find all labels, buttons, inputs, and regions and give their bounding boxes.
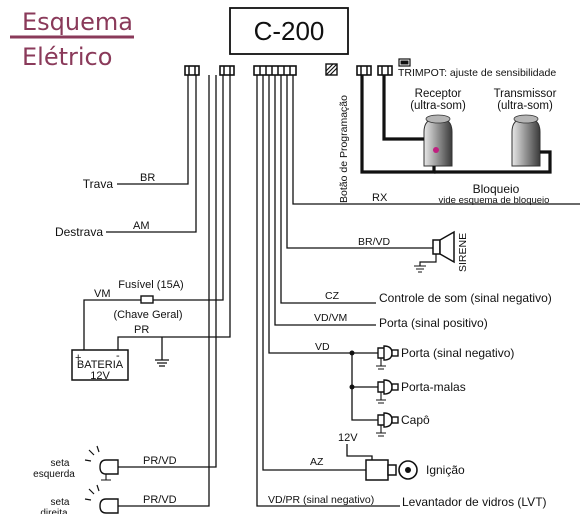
seta-esq-code: PR/VD [143, 455, 177, 467]
seta-dir-code: PR/VD [143, 494, 177, 506]
fusivel-label: Fusível (15A) [118, 279, 183, 291]
seta-esq-label-2: esquerda [33, 469, 75, 480]
wire-seta-esq [118, 75, 217, 468]
door-switch-icon [376, 345, 399, 370]
connector-main [253, 65, 297, 76]
wire-lvt [256, 75, 400, 507]
receptor-cable-2 [382, 75, 424, 141]
sirene-label: SIRENE [457, 233, 469, 272]
fuse-icon [140, 295, 154, 304]
receptor-label-2: (ultra-som) [410, 100, 466, 112]
junction-2 [349, 384, 355, 390]
battery-icon [71, 349, 129, 381]
transmissor-label-1: Transmissor [494, 88, 557, 100]
bateria-label: BATERIA [77, 359, 124, 371]
ignicao-label: Ignição [426, 463, 465, 477]
wire-az [262, 75, 366, 471]
receptor-sensor [423, 114, 453, 167]
receptor-label-1: Receptor [415, 88, 462, 100]
destrava-code: AM [133, 220, 150, 232]
lvt-label: Levantador de vidros (LVT) [402, 495, 547, 509]
bloqueio-label: Bloqueio [473, 182, 520, 196]
wire-sirene [286, 75, 433, 249]
seta-dir-label-1: seta [51, 497, 70, 508]
vd-code: VD [315, 341, 330, 353]
receptor-cable [360, 75, 436, 174]
ignition-icon [365, 459, 418, 481]
connector-sensor-1 [356, 65, 372, 76]
trava-code: BR [140, 172, 155, 184]
wire-vd [268, 75, 378, 354]
wire-rx [292, 75, 580, 205]
vm-code: VM [94, 288, 111, 300]
wire-vd-branch [351, 353, 378, 421]
az-code: AZ [310, 456, 324, 468]
ignicao-12v: 12V [338, 432, 358, 444]
module-label: C-200 [254, 16, 325, 46]
destrava-label: Destrava [55, 225, 103, 239]
porta-pos-label: Porta (sinal positivo) [379, 316, 488, 330]
rx-label: RX [372, 192, 388, 204]
ground-icon [155, 359, 169, 367]
transmissor-sensor [511, 114, 541, 167]
capo-label: Capô [401, 413, 430, 427]
turn-signal-left-icon [84, 445, 119, 481]
wire-12v [346, 444, 373, 460]
title-line1: Esquema [22, 8, 133, 36]
battery-minus: - [116, 350, 120, 362]
wire-trava [117, 75, 189, 185]
wire-seta-dir [118, 75, 210, 507]
seta-dir-label-2: direita [40, 508, 68, 514]
programming-button [325, 63, 338, 76]
controle-som-label: Controle de som (sinal negativo) [379, 291, 552, 305]
connector-left-1 [184, 65, 200, 76]
trunk-switch-icon [376, 379, 399, 404]
connector-sensor-2 [377, 65, 393, 76]
wire-vdvm [274, 75, 376, 326]
prog-button-label: Botão de Programação [338, 95, 350, 203]
sirene-code: BR/VD [358, 236, 391, 248]
siren-icon [414, 230, 455, 273]
transmissor-cable [434, 150, 552, 174]
cz-code: CZ [325, 290, 340, 302]
module-box [229, 7, 349, 55]
hood-switch-icon [376, 412, 399, 437]
connector-left-2 [219, 65, 235, 76]
vdvm-code: VD/VM [314, 312, 347, 324]
title-line2: Elétrico [22, 43, 112, 71]
trava-label: Trava [83, 177, 114, 191]
seta-esq-label-1: seta [51, 458, 70, 469]
bateria-12v: 12V [90, 370, 110, 382]
wire-cz [280, 75, 376, 304]
battery-plus: + [75, 352, 81, 364]
porta-malas-label: Porta-malas [401, 380, 466, 394]
lvt-code: VD/PR (sinal negativo) [268, 494, 374, 506]
pr-code: PR [134, 324, 149, 336]
transmissor-label-2: (ultra-som) [497, 100, 553, 112]
turn-signal-right-icon [84, 484, 119, 514]
porta-neg-label: Porta (sinal negativo) [401, 346, 514, 360]
bloqueio-note: vide esquema de bloqueio [439, 195, 550, 206]
chave-label: (Chave Geral) [113, 309, 182, 321]
wire-pr [117, 75, 231, 350]
wire-destrava [106, 75, 197, 233]
junction-1 [349, 350, 355, 356]
trimpot-label: TRIMPOT: ajuste de sensibilidade [398, 67, 556, 79]
trimpot-icon [398, 58, 411, 67]
